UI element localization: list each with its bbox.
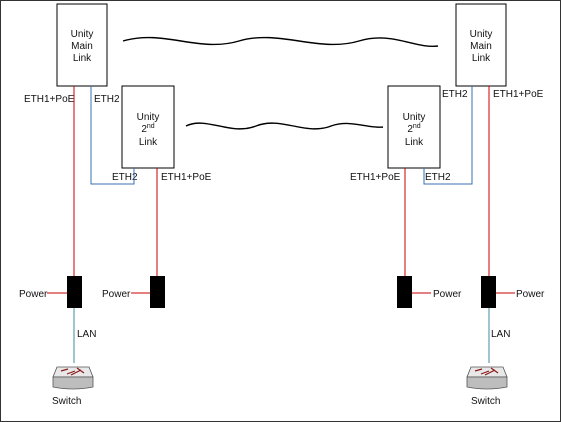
left-switch-icon: [52, 366, 94, 390]
left-lan-label: LAN: [77, 329, 96, 340]
left-main-eth2-label: ETH2: [94, 94, 120, 105]
right-second-eth2-label: ETH2: [425, 172, 451, 183]
left-second-unit-line3: Link: [139, 137, 158, 148]
right-switch-icon: [466, 366, 508, 390]
right-second-unit-num: 2: [407, 124, 413, 135]
right-main-unit-box: [455, 3, 507, 87]
left-main-power-label: Power: [19, 289, 48, 300]
left-second-power-injector: [150, 276, 165, 308]
right-second-unit-line2: 2nd: [407, 123, 420, 135]
right-lan-label: LAN: [491, 329, 510, 340]
left-switch-label: Switch: [52, 396, 81, 407]
left-main-eth1-label: ETH1+PoE: [24, 94, 75, 105]
right-switch-label: Switch: [471, 396, 500, 407]
left-main-unit-line3: Link: [73, 53, 92, 64]
right-main-eth2-label: ETH2: [442, 89, 468, 100]
left-second-power-label: Power: [102, 289, 131, 300]
left-second-eth1-label: ETH1+PoE: [161, 172, 212, 183]
left-second-unit-box: [121, 85, 175, 169]
right-main-unit-line1: Unity: [470, 29, 493, 40]
right-second-eth1-label: ETH1+PoE: [350, 172, 401, 183]
right-main-unit-line2: Main: [470, 41, 492, 52]
left-second-unit-num: 2: [141, 124, 147, 135]
right-second-unit-line1: Unity: [403, 112, 426, 123]
left-second-unit-sup: nd: [147, 123, 155, 130]
right-main-unit-line3: Link: [472, 53, 491, 64]
left-main-power-injector: [67, 276, 82, 308]
left-main-unit-line1: Unity: [71, 29, 94, 40]
right-main-eth2-cable: [423, 86, 473, 185]
right-main-eth1-label: ETH1+PoE: [493, 89, 544, 100]
right-main-power-injector: [481, 276, 496, 308]
right-main-power-label: Power: [516, 289, 545, 300]
left-main-unit-box: [56, 3, 108, 87]
left-second-unit-line1: Unity: [137, 112, 160, 123]
left-second-unit-line2: 2nd: [141, 123, 154, 135]
left-second-eth2-label: ETH2: [112, 172, 138, 183]
left-main-unit-line2: Main: [71, 41, 93, 52]
wireless-link-main: [122, 36, 439, 48]
right-second-unit-sup: nd: [413, 123, 421, 130]
left-main-eth2-cable: [90, 86, 135, 185]
right-second-unit-line3: Link: [405, 137, 424, 148]
wireless-link-second: [185, 122, 384, 130]
right-second-power-injector: [397, 276, 412, 308]
right-second-unit-box: [387, 85, 441, 169]
right-second-power-label: Power: [433, 289, 462, 300]
